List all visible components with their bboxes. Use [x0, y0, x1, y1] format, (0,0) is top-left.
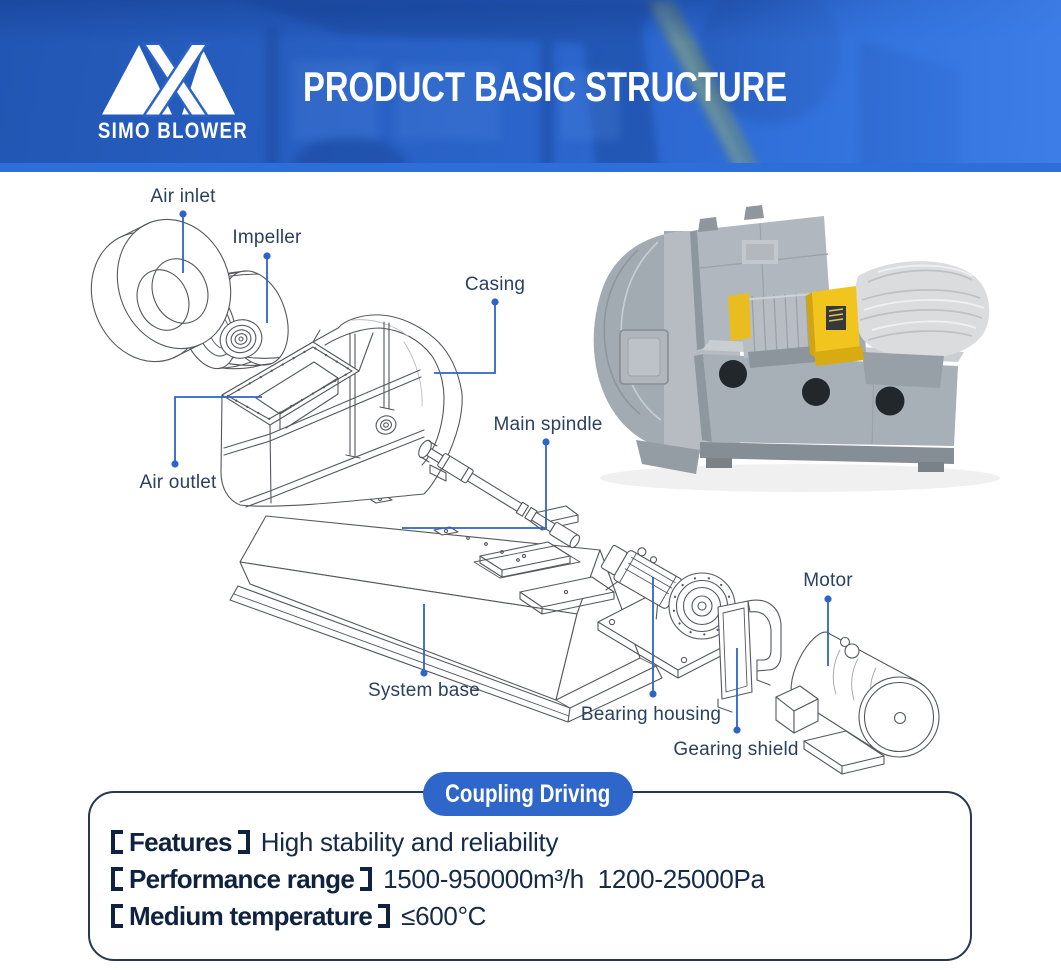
right-bracket-icon	[237, 830, 250, 854]
logo: SIMO BLOWER	[98, 36, 248, 143]
coupling-driving-badge: Coupling Driving	[423, 772, 633, 816]
label-gearing-shield: Gearing shield	[673, 739, 799, 760]
left-bracket-icon	[111, 904, 123, 928]
logo-text: SIMO BLOWER	[97, 118, 249, 143]
label-main-spindle: Main spindle	[493, 414, 603, 435]
label-air-outlet: Air outlet	[139, 472, 217, 493]
performance-label: Performance range	[129, 863, 355, 894]
label-impeller: Impeller	[232, 227, 302, 248]
logo-mark-icon	[102, 42, 235, 117]
header-banner: SIMO BLOWER PRODUCT BASIC STRUCTURE	[0, 0, 1061, 172]
temperature-value: ≤600°C	[401, 900, 487, 931]
label-casing: Casing	[464, 274, 526, 295]
coupling-driving-label: Coupling Driving	[445, 779, 611, 808]
left-bracket-icon	[111, 867, 123, 891]
feature-label: Features	[129, 826, 232, 857]
label-air-inlet: Air inlet	[150, 186, 216, 207]
performance-row: Performance range 1500-950000m³/h 1200-2…	[111, 864, 765, 894]
performance-value: 1500-950000m³/h 1200-25000Pa	[383, 863, 765, 894]
label-system-base: System base	[367, 680, 481, 701]
header-accent-strip	[0, 163, 1061, 172]
info-panel	[88, 791, 972, 961]
label-bearing-housing: Bearing housing	[580, 704, 722, 725]
temperature-row: Medium temperature ≤600°C	[111, 901, 486, 931]
product-photo	[593, 205, 1000, 492]
right-bracket-icon	[378, 904, 391, 928]
right-bracket-icon	[360, 867, 373, 891]
label-motor: Motor	[803, 570, 853, 591]
feature-row: Features High stability and reliability	[111, 827, 558, 857]
temperature-label: Medium temperature	[129, 900, 373, 931]
page-title: PRODUCT BASIC STRUCTURE	[303, 63, 788, 110]
left-bracket-icon	[111, 830, 123, 854]
feature-value: High stability and reliability	[260, 826, 559, 857]
